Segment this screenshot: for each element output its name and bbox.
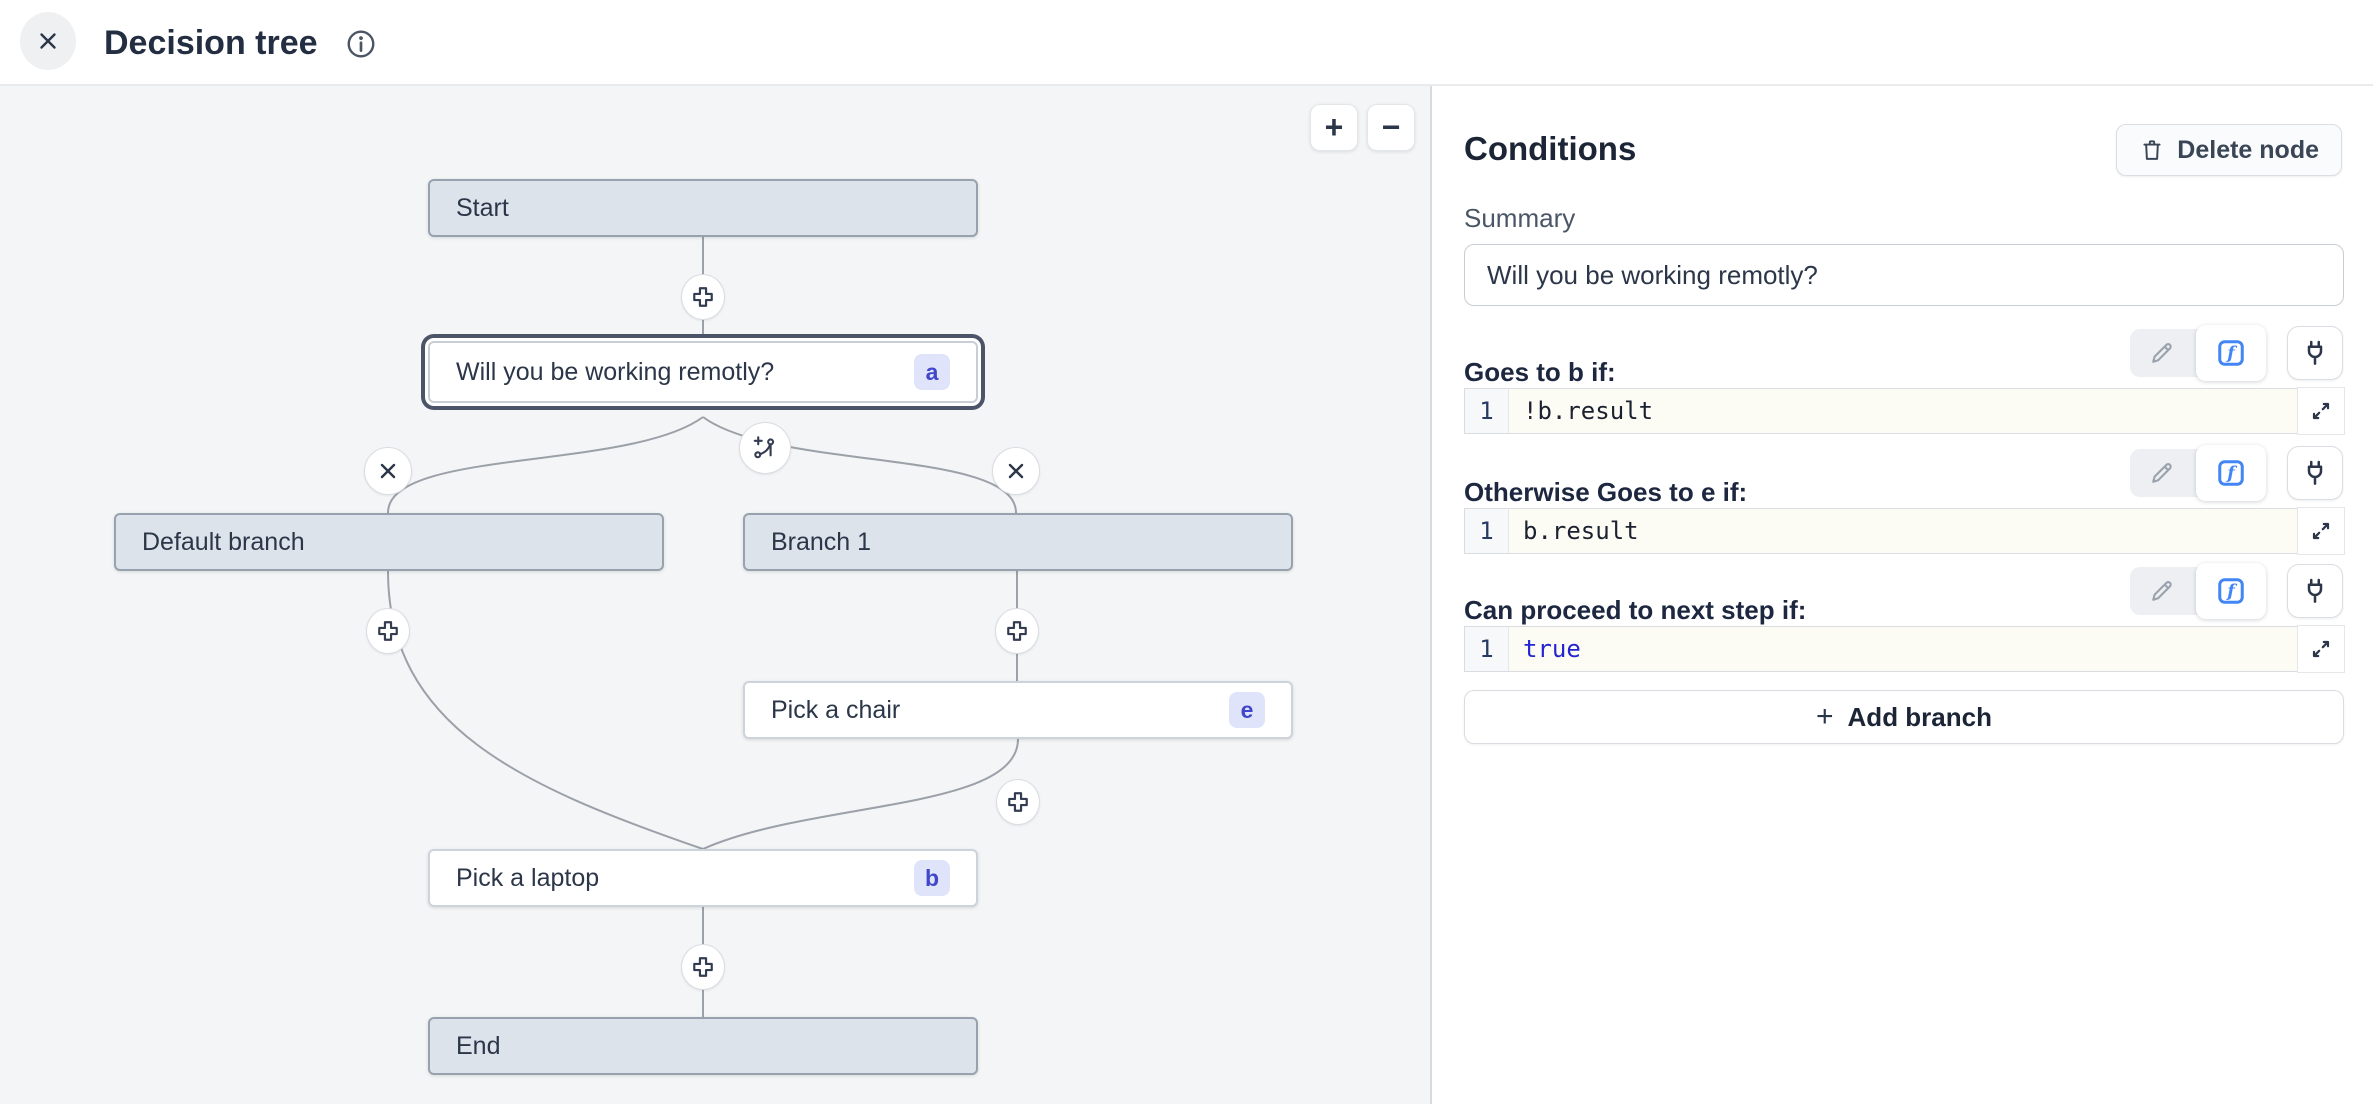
condition-section-can-proceed: f Can proceed to next step if: 1 true [1464, 563, 2345, 673]
node-label: Branch 1 [771, 527, 872, 556]
expand-icon [2312, 640, 2330, 658]
expand-editor-button[interactable] [2297, 387, 2345, 435]
add-node-plus-icon [693, 957, 713, 977]
formula-mode-button[interactable]: f [2196, 563, 2266, 619]
line-number: 1 [1465, 627, 1509, 671]
node-default-branch[interactable]: Default branch [114, 513, 664, 571]
pencil-icon [2152, 581, 2172, 601]
node-pick-a-chair[interactable]: Pick a chair e [743, 681, 1293, 739]
summary-input[interactable] [1464, 244, 2344, 306]
edge-condition-default [387, 416, 704, 514]
condition-label: Can proceed to next step if: [1464, 595, 1807, 625]
node-label: Default branch [142, 527, 305, 556]
plain-text-mode-button[interactable] [2130, 329, 2194, 377]
page-title: Decision tree [104, 23, 318, 62]
plug-icon [2307, 340, 2323, 365]
close-button[interactable] [20, 12, 76, 70]
plug-icon [2307, 578, 2323, 603]
svg-text:f: f [2225, 464, 2238, 484]
function-fx-icon: f [2218, 340, 2244, 366]
add-branch-edge-button[interactable] [739, 422, 791, 474]
add-branch-icon [753, 436, 775, 459]
delete-node-label: Delete node [2177, 135, 2319, 164]
node-start[interactable]: Start [428, 179, 978, 237]
plain-text-mode-button[interactable] [2130, 567, 2194, 615]
node-label: Pick a laptop [456, 863, 600, 892]
add-branch-button[interactable]: + Add branch [1464, 690, 2344, 744]
node-badge: e [1229, 692, 1265, 728]
add-node-button[interactable] [366, 608, 410, 654]
add-node-plus-icon [378, 621, 398, 641]
add-node-button[interactable] [995, 608, 1039, 654]
add-node-plus-icon [1008, 792, 1028, 812]
svg-text:f: f [2225, 582, 2238, 602]
flow-canvas[interactable]: Start Will you be working remotly? a Def… [0, 86, 1432, 1104]
expand-icon [2312, 522, 2330, 540]
function-fx-icon: f [2218, 460, 2244, 486]
node-label: End [456, 1031, 501, 1060]
remove-branch-x-icon [1008, 463, 1024, 479]
edge-default-laptop [387, 570, 704, 850]
add-node-plus-icon [1007, 621, 1027, 641]
line-number: 1 [1465, 509, 1509, 553]
remove-branch-button-left[interactable] [364, 447, 412, 495]
node-branch-1[interactable]: Branch 1 [743, 513, 1293, 571]
zoom-in-button[interactable]: + [1310, 104, 1358, 151]
formula-mode-button[interactable]: f [2196, 325, 2266, 381]
function-fx-icon: f [2218, 578, 2244, 604]
add-node-plus-icon [693, 287, 713, 307]
info-icon[interactable] [345, 28, 377, 60]
add-node-button[interactable] [996, 779, 1040, 825]
summary-label: Summary [1464, 203, 1576, 233]
condition-label: Goes to b if: [1464, 357, 1616, 387]
editor-mode-toggle: f [2130, 325, 2266, 381]
close-icon [40, 33, 56, 49]
node-label: Will you be working remotly? [456, 357, 775, 386]
condition-section-goes-to-e: f Otherwise Goes to e if: 1 b.result [1464, 445, 2345, 555]
app-header: Decision tree [0, 0, 2373, 86]
code-value: !b.result [1523, 397, 1654, 425]
svg-text:f: f [2225, 344, 2238, 364]
node-label: Pick a chair [771, 695, 901, 724]
node-badge: a [914, 354, 950, 390]
node-pick-a-laptop[interactable]: Pick a laptop b [428, 849, 978, 907]
code-value: b.result [1523, 517, 1639, 545]
remove-branch-button-right[interactable] [992, 447, 1040, 495]
code-editor[interactable]: 1 b.result [1464, 507, 2345, 555]
plug-icon [2307, 460, 2323, 485]
expand-icon [2312, 402, 2330, 420]
node-badge: b [914, 860, 950, 896]
edge-chair-laptop [702, 738, 1019, 850]
code-value: true [1523, 635, 1581, 663]
expand-editor-button[interactable] [2297, 507, 2345, 555]
node-condition[interactable]: Will you be working remotly? a [428, 341, 978, 403]
add-node-button[interactable] [681, 274, 725, 320]
node-label: Start [456, 193, 509, 222]
condition-label: Otherwise Goes to e if: [1464, 477, 1748, 507]
add-node-button[interactable] [681, 944, 725, 990]
zoom-out-button[interactable]: − [1367, 104, 1415, 151]
line-number: 1 [1465, 389, 1509, 433]
expand-editor-button[interactable] [2297, 625, 2345, 673]
connect-data-button[interactable] [2287, 564, 2343, 618]
plain-text-mode-button[interactable] [2130, 449, 2194, 497]
condition-section-goes-to-b: f Goes to b if: 1 !b.result [1464, 325, 2345, 435]
node-end[interactable]: End [428, 1017, 978, 1075]
pencil-icon [2152, 463, 2172, 483]
editor-mode-toggle: f [2130, 563, 2266, 619]
connect-data-button[interactable] [2287, 326, 2343, 380]
trash-icon [2143, 140, 2161, 160]
editor-mode-toggle: f [2130, 445, 2266, 501]
code-editor[interactable]: 1 !b.result [1464, 387, 2345, 435]
panel-title: Conditions [1464, 130, 1637, 167]
add-branch-label: Add branch [1847, 701, 1992, 732]
conditions-panel: Conditions Delete node Summary f Goes to… [1432, 86, 2373, 1104]
pencil-icon [2152, 343, 2172, 363]
code-editor[interactable]: 1 true [1464, 625, 2345, 673]
delete-node-button[interactable]: Delete node [2116, 124, 2342, 176]
formula-mode-button[interactable]: f [2196, 445, 2266, 501]
connect-data-button[interactable] [2287, 446, 2343, 500]
remove-branch-x-icon [380, 463, 396, 479]
plus-icon: + [1816, 700, 1834, 733]
